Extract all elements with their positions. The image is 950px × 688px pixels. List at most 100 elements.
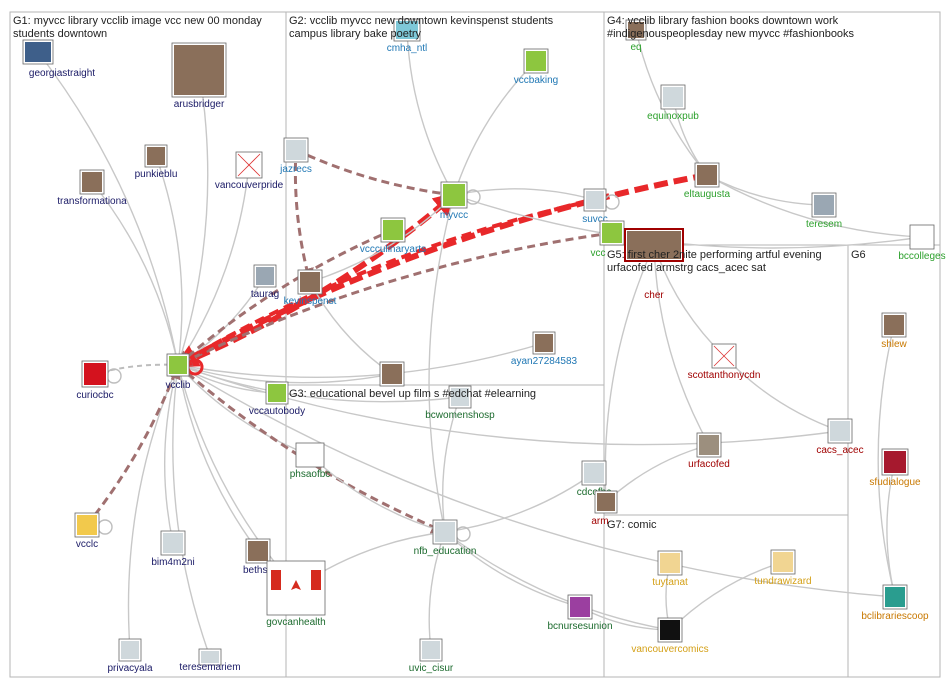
node-sfudialogue[interactable]: sfudialogue [869,448,921,488]
node-label-vancouvercomics: vancouvercomics [631,644,708,655]
node-georgiastraight[interactable]: georgiastraight [22,39,95,79]
vcc-logo-icon [526,51,546,71]
node-cdcofbc[interactable]: cdcofbc [577,460,611,498]
node-govcanhealth[interactable]: govcanhealth [266,560,326,628]
node-teresemariem[interactable]: teresemariem [179,648,241,673]
bc-colleges-logo-icon [912,227,932,247]
node-privacyala[interactable]: privacyala [107,638,153,674]
edge-myvcc-nfb_education [428,194,455,533]
node-vancouverpride[interactable]: vancouverpride [215,151,284,191]
node-cmha_ntl[interactable]: cmha_ntl [387,18,428,54]
node-curiocbc[interactable]: curiocbc [76,360,114,401]
person-photo-icon [382,364,402,384]
edge-bcwomenshosp-nfb_education [439,396,461,533]
edge-shlew-bclibrariescoop [877,324,898,598]
node-equinoxpub[interactable]: equinoxpub [647,84,699,122]
coop-logo-icon [885,587,905,607]
person-photo-icon [300,272,320,292]
node-tuytanat[interactable]: tuytanat [652,550,688,588]
node-eltaugusta[interactable]: eltaugusta [684,162,731,200]
node-vcclc[interactable]: vcclc [74,512,100,550]
node-bcwomenshosp[interactable]: bcwomenshosp [425,385,495,421]
edge-suvcc-myvcc [453,188,596,201]
node-label-vcc-g4: vcc [591,248,606,259]
node-nfb_education[interactable]: nfb_education [414,519,477,557]
cartoon-icon [773,552,793,572]
node-taurag[interactable]: taurag [251,264,279,300]
node-punkieblu[interactable]: punkieblu [135,144,178,180]
edge-vcclib-vancouverpride [177,164,253,366]
vcc-logo-icon [443,184,465,206]
node-label-shlew: shlew [881,339,907,350]
color-bars-icon [77,515,97,535]
circle-logo-icon [586,191,604,209]
default-avatar-icon [814,195,834,215]
flag-band [311,570,321,590]
node-armstrg[interactable]: arm [591,490,618,527]
group-label-g2: G2: vcclib myvcc new downtown kevinspens… [289,15,556,40]
node-shlew[interactable]: shlew [881,312,908,350]
panel-g7 [603,514,849,678]
node-label-sfudialogue: sfudialogue [869,477,921,488]
node-teresem[interactable]: teresem [806,192,842,230]
node-phsaofbc[interactable]: phsaofbc [290,442,331,480]
jaz-logo-icon [286,140,306,160]
node-urfacofed[interactable]: urfacofed [688,432,730,470]
edge-scottanthonycdn-cacs_acec [723,355,841,433]
node-label-jazrecs: jazrecs [279,164,312,175]
node-bccolleges[interactable]: bccolleges [898,224,946,262]
hospital-logo-icon [451,388,469,406]
node-uvic_cisur[interactable]: uvic_cisur [409,638,454,674]
group-label-line: G5: first cher 2nite performing artful e… [607,249,822,261]
node-eq[interactable]: eq [625,19,647,53]
edge-jazrecs-myvcc [295,148,456,201]
edge-kevinspenst-myvcc [309,194,455,283]
node-suvcc[interactable]: suvcc [582,188,608,225]
node-bcnursesunion[interactable]: bcnursesunion [547,594,613,632]
self-loop-suvcc [604,194,620,210]
edge-cher-armstrg [601,244,655,503]
node-scottanthonycdn[interactable]: scottanthonycdn [688,343,761,381]
self-loop-curiocbc [106,368,122,384]
group-label-g3: G3: educational bevel up film s #edchat … [289,388,536,400]
node-bim4m2ni[interactable]: bim4m2ni [151,530,195,568]
edge-vcclib-bclibrariescoop [177,364,896,601]
person-photo-icon [884,315,904,335]
node-tundrawizard[interactable]: tundrawizard [754,549,812,587]
node-myvcc[interactable]: myvcc [440,181,468,221]
edge-vcclib-arusbridger [177,69,209,366]
node-cacs_acec[interactable]: cacs_acec [816,418,864,456]
node-label-bccolleges: bccolleges [898,251,945,262]
person-photo-icon [628,22,644,38]
node-arusbridger[interactable]: arusbridger [171,42,227,110]
node-kevinspenst[interactable]: kevinspenst [284,269,337,307]
node-vccculinaryarts[interactable]: vccculinaryarts [360,217,426,255]
edge-nfb_education-vancouvercomics [444,531,671,633]
node-bethsh[interactable]: bethsh [243,538,273,576]
union-logo-icon [570,597,590,617]
node-bclibrariescoop[interactable]: bclibrariescoop [861,584,929,622]
node-transformationa[interactable]: transformationa [57,169,127,207]
node-g3-person[interactable] [379,361,405,387]
node-label-cacs_acec: cacs_acec [816,445,863,456]
node-vcclib[interactable]: vcclib [165,353,191,391]
node-vancouvercomics[interactable]: vancouvercomics [631,617,709,655]
person-photo-icon [174,45,224,95]
cross-line [713,345,735,367]
edge-nfb_education-uvic_cisur [425,531,446,651]
node-label-myvcc: myvcc [440,210,468,221]
node-vccautobody[interactable]: vccautobody [249,381,305,417]
edge-vcclib-bim4m2ni [163,364,179,544]
node-jazrecs[interactable]: jazrecs [279,137,312,175]
panel-g6 [847,244,941,678]
node-label-eq: eq [630,42,641,53]
node-vccbaking[interactable]: vccbaking [514,48,558,86]
node-vcc-g4[interactable]: vcc [591,220,625,259]
node-cher[interactable]: cher [624,228,684,301]
person-photo-icon [248,541,268,561]
node-ayan27284583[interactable]: ayan27284583 [511,331,578,367]
sfu-logo-icon [884,451,906,473]
node-label-vancouverpride: vancouverpride [215,180,284,191]
default-avatar-icon [256,267,274,285]
